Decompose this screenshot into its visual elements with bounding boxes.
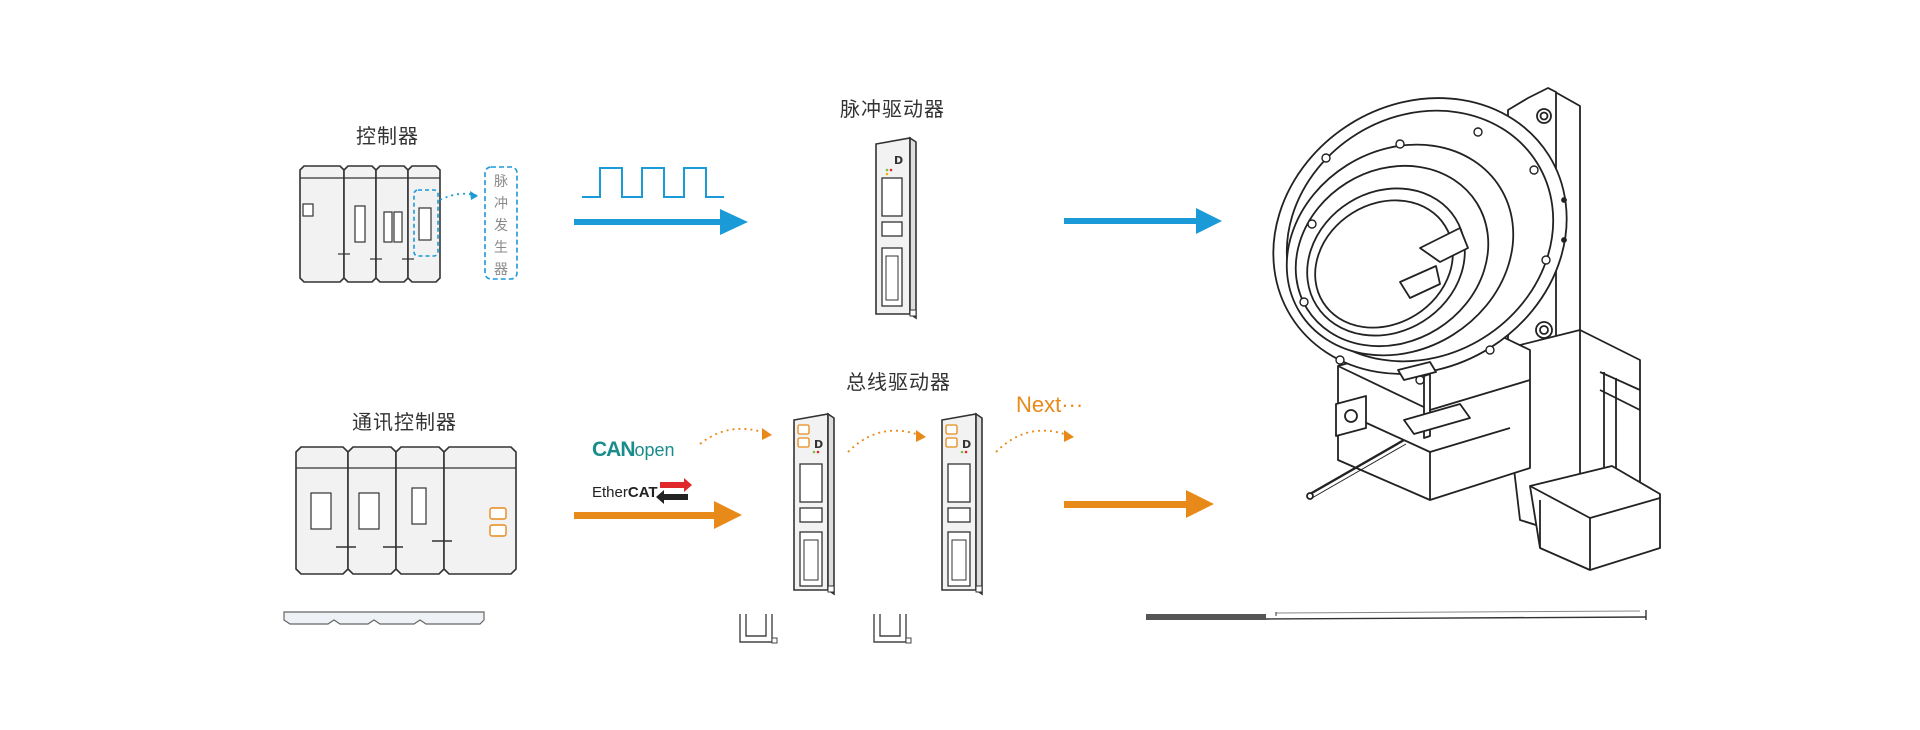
svg-text:D: D (814, 438, 823, 451)
square-wave-icon (582, 167, 724, 198)
comm-controller-label: 通讯控制器 (352, 410, 457, 434)
pulse-generator-box (484, 166, 518, 280)
pulse-driver-icon: D (875, 136, 917, 320)
comm-controller-reflection (283, 611, 485, 625)
next-label: Next··· (1016, 392, 1084, 417)
pulse-module-highlight (413, 189, 439, 257)
pulse-arrow-2 (1064, 208, 1222, 234)
svg-text:D: D (894, 154, 903, 167)
actuator-reflection (1146, 610, 1647, 620)
bus-driver-label: 总线驱动器 (846, 370, 951, 394)
bus-driver-reflection-2 (873, 614, 912, 644)
svg-text:D: D (962, 438, 971, 451)
bus-arrow-2 (1064, 490, 1214, 518)
pulse-generator-char: 发 (494, 218, 508, 234)
plc-controller-icon (299, 165, 441, 283)
ethercat-cat-text: CAT (627, 484, 658, 501)
canopen-open-text: open (634, 440, 675, 460)
dotted-connector-orange-3 (995, 429, 1071, 453)
bus-driver-icon-1: D (793, 412, 835, 596)
canopen-logo: CANopen (592, 438, 675, 462)
ethercat-ether-text: Ether (592, 484, 628, 501)
pulse-generator-char: 生 (494, 240, 508, 256)
pulse-generator-char: 冲 (494, 196, 508, 212)
bus-driver-icon-2: D (941, 412, 983, 596)
bus-driver-reflection-1 (739, 614, 778, 644)
ethercat-logo: EtherCAT (592, 484, 658, 501)
dotted-connector-orange-2 (847, 429, 923, 453)
pulse-generator-char: 器 (494, 262, 508, 278)
ethercat-arrows-icon (656, 478, 692, 504)
rotary-actuator-icon (1272, 87, 1661, 571)
pulse-driver-label: 脉冲驱动器 (840, 97, 945, 121)
canopen-can-text: CAN (592, 438, 635, 461)
controller-label: 控制器 (356, 124, 419, 148)
pulse-generator-char: 脉 (494, 174, 508, 190)
pulse-arrow-1 (574, 209, 748, 235)
dotted-connector-orange-1 (699, 427, 769, 445)
bus-arrow-1 (574, 501, 742, 529)
comm-controller-icon (295, 446, 517, 575)
pulse-generator-label: 脉冲发生器 (486, 171, 516, 281)
